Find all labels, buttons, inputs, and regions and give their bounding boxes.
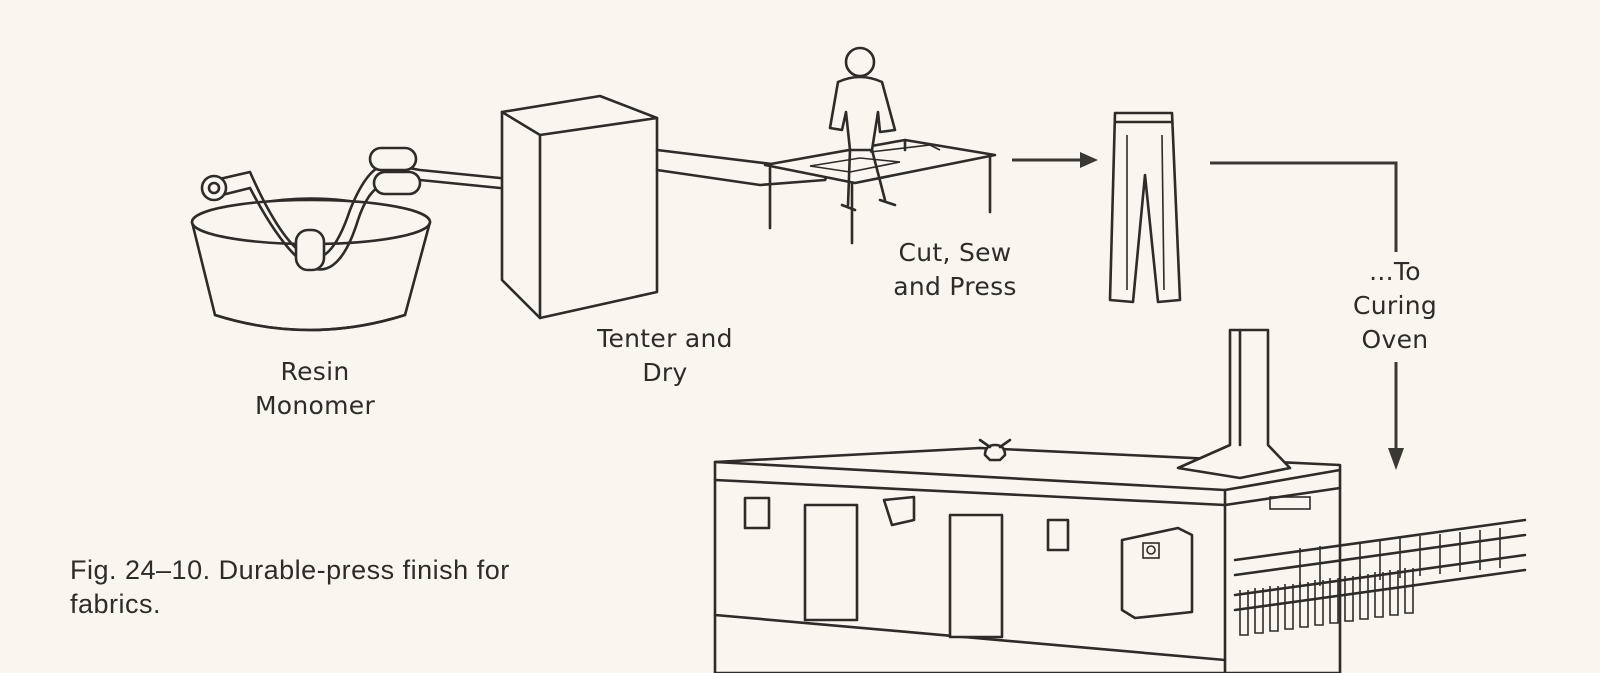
garment-rack-icon: [1233, 518, 1527, 636]
arrow-to-trousers: [1012, 152, 1098, 168]
label-cut-sew-press: Cut, Sew and Press: [870, 236, 1040, 304]
arrow-to-oven: [1210, 161, 1404, 470]
label-resin-line2: Monomer: [254, 391, 376, 420]
label-tenter-line2: Dry: [642, 358, 688, 387]
label-cut-line1: Cut, Sew: [898, 238, 1012, 267]
label-tenter-dry: Tenter and Dry: [575, 322, 755, 390]
caption-line2: fabrics.: [70, 589, 162, 619]
caption-line1: Fig. 24–10. Durable-press finish for: [70, 555, 510, 585]
tenter-dryer-icon: [500, 94, 832, 320]
label-curing-line2: Curing: [1352, 291, 1438, 320]
label-tenter-line1: Tenter and: [597, 324, 733, 353]
roller-icon: [200, 146, 502, 272]
cutting-table-icon: [763, 138, 997, 245]
label-curing-line1: ...To: [1369, 257, 1421, 286]
label-resin-monomer: Resin Monomer: [225, 355, 405, 423]
curing-oven-icon: [713, 328, 1342, 673]
worker-icon: [828, 46, 897, 212]
label-curing-oven: ...To Curing Oven: [1325, 255, 1465, 357]
label-curing-line3: Oven: [1361, 325, 1429, 354]
trousers-icon: [1108, 111, 1182, 304]
label-resin-line1: Resin: [280, 357, 350, 386]
figure-caption: Fig. 24–10. Durable-press finish for fab…: [70, 553, 650, 621]
label-cut-line2: and Press: [893, 272, 1017, 301]
